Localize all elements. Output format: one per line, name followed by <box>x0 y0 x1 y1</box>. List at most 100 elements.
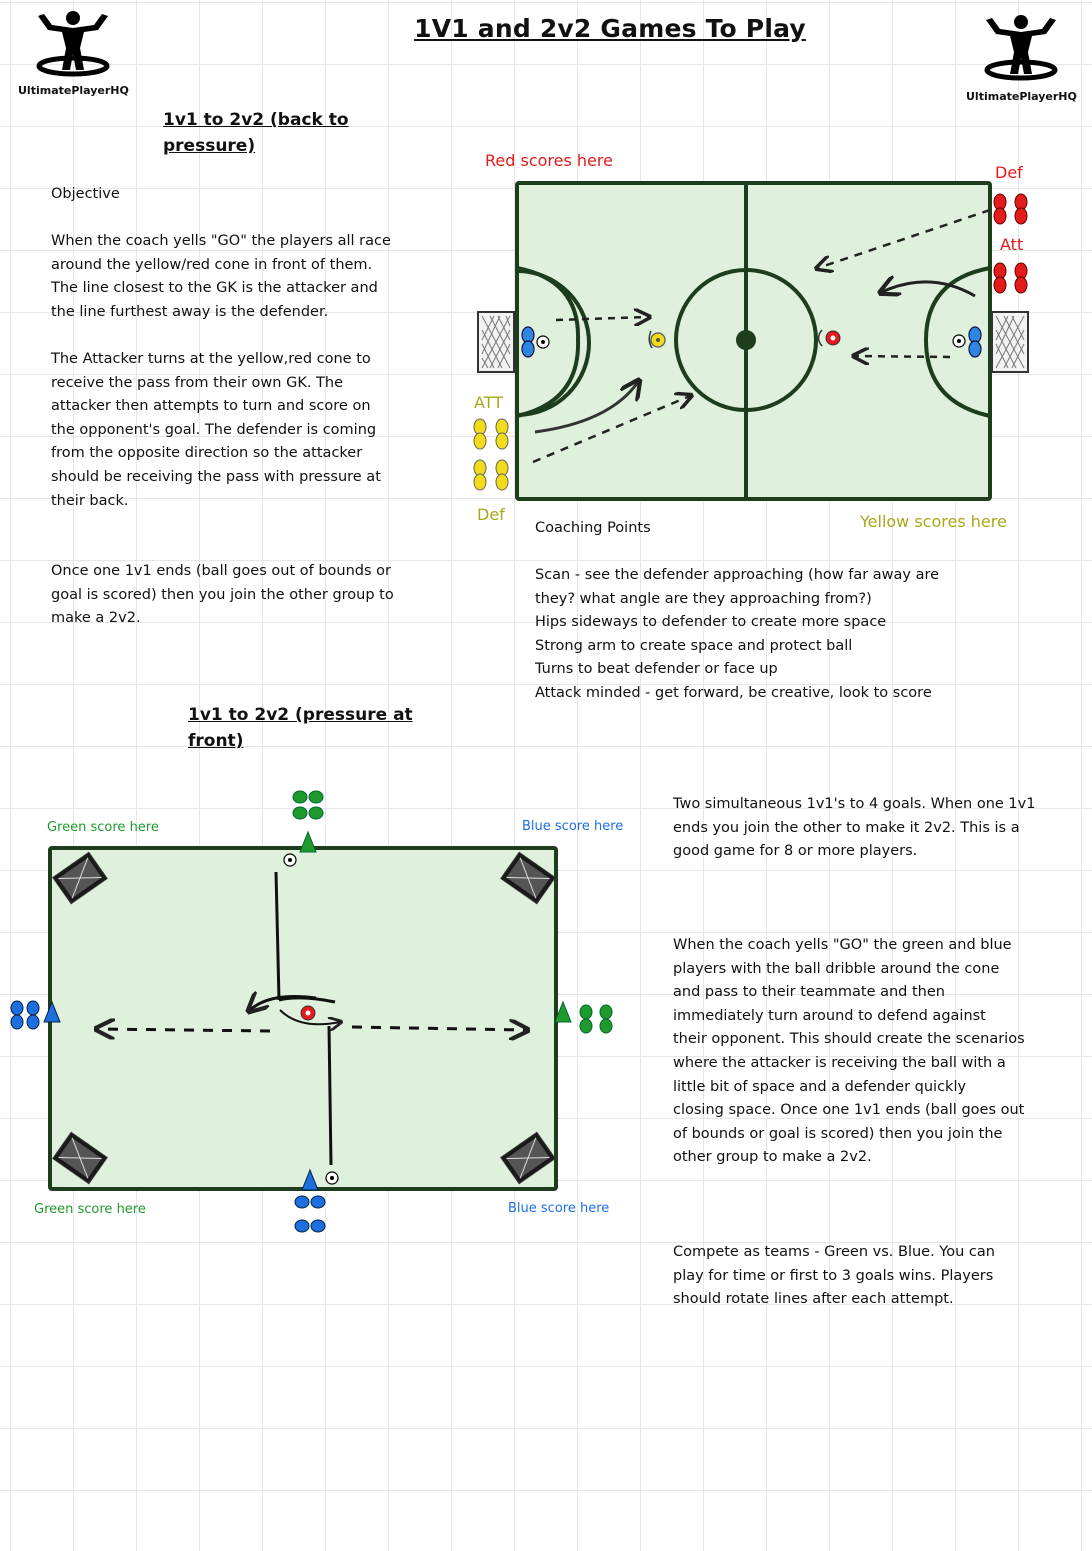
coaching-points-label: Coaching Points <box>535 520 651 536</box>
turn-arrow <box>279 1009 340 1024</box>
blue-players-icon <box>10 1000 40 1030</box>
right-goal-icon <box>991 311 1029 373</box>
blue-cone-icon <box>301 1168 319 1191</box>
list-item: Scan - see the defender approaching (how… <box>535 567 940 583</box>
left-box <box>516 266 581 418</box>
center-spot <box>736 330 756 350</box>
text-line: closing space. Once one 1v1 ends (ball g… <box>673 1102 1025 1119</box>
text-line: When the coach yells "GO" the green and … <box>673 937 1012 953</box>
pass-arrow <box>555 317 648 320</box>
pass-arrow <box>855 356 951 357</box>
text-line: The line closest to the GK is the attack… <box>51 280 378 297</box>
turn-arrow <box>817 329 823 347</box>
text-line: Two simultaneous 1v1's to 4 goals. When … <box>673 796 1036 812</box>
section2-paragraph-1: Two simultaneous 1v1's to 4 goals. When … <box>673 793 1083 864</box>
ball-icon <box>952 334 966 348</box>
blue-score-label-top: Blue score here <box>522 819 623 834</box>
ball-icon <box>325 1171 339 1185</box>
red-att-label: Att <box>1000 235 1023 254</box>
red-scores-label: Red scores here <box>485 151 613 170</box>
text-line: should rotate lines after each attempt. <box>673 1291 954 1308</box>
page-title: 1V1 and 2v2 Games To Play <box>414 14 806 43</box>
ball-icon <box>283 853 297 867</box>
player-silhouette-icon <box>36 11 110 77</box>
list-item: Strong arm to create space and protect b… <box>535 637 853 654</box>
blue-cone-icon <box>43 1000 61 1023</box>
dribble-line <box>274 871 281 1001</box>
blue-score-label-bottom: Blue score here <box>508 1201 609 1216</box>
goal-icon <box>52 1131 108 1185</box>
text-line: ends you join the other to make it 2v2. … <box>673 819 1020 836</box>
green-cone-icon <box>299 830 317 853</box>
section2-heading: 1v1 to 2v2 (pressure at front) <box>188 702 413 754</box>
pressure-at-front-diagram: Green score here Blue score here Green s… <box>10 790 623 1233</box>
green-score-label-bottom: Green score here <box>34 1202 146 1217</box>
green-players-icon <box>292 790 324 820</box>
section1-paragraph-2: The Attacker turns at the yellow,red con… <box>51 348 471 513</box>
section1-heading-line1: 1v1 to 2v2 (back to <box>163 110 349 130</box>
brand-logo-right <box>966 8 1076 88</box>
section1-heading: 1v1 to 2v2 (back to pressure) <box>163 107 349 159</box>
brand-name-right: UltimatePlayerHQ <box>966 90 1077 103</box>
turn-arrow <box>648 330 653 349</box>
text-line: Compete as teams - Green vs. Blue. You c… <box>673 1244 995 1260</box>
list-item: Attack minded - get forward, be creative… <box>535 684 932 701</box>
turn-arrow <box>250 997 317 1011</box>
section1-paragraph-3: Once one 1v1 ends (ball goes out of boun… <box>51 560 471 631</box>
text-line: their back. <box>51 492 129 509</box>
left-goal-icon <box>477 311 515 373</box>
text-line: of bounds or goal is scored) then you jo… <box>673 1125 1003 1142</box>
text-line: around the yellow/red cone in front of t… <box>51 256 373 273</box>
coaching-points-list: Scan - see the defender approaching (how… <box>535 564 1075 706</box>
section2-heading-line1: 1v1 to 2v2 (pressure at <box>188 705 413 725</box>
goal-icon <box>52 851 108 905</box>
yellow-att-label: ATT <box>474 393 503 412</box>
text-line: the line furthest away is the defender. <box>51 303 329 320</box>
goal-icon <box>500 1131 556 1185</box>
run-arrow <box>882 282 976 298</box>
green-score-label-top: Green score here <box>47 820 159 835</box>
section2-paragraph-2: When the coach yells "GO" the green and … <box>673 934 1083 1170</box>
text-line: the opponent's goal. The defender is com… <box>51 421 377 438</box>
text-line: goal is scored) then you join the other … <box>51 586 394 603</box>
section1-heading-line2: pressure) <box>163 136 256 156</box>
text-line: from the opposite direction so the attac… <box>51 445 363 462</box>
yellow-scores-label: Yellow scores here <box>859 512 1007 530</box>
text-line: little bit of space and a defender quick… <box>673 1078 967 1095</box>
dribble-line <box>327 1025 333 1166</box>
text-line: other group to make a 2v2. <box>673 1149 872 1166</box>
objective-label: Objective <box>51 186 120 202</box>
right-box <box>923 266 991 418</box>
defender-run-arrow <box>818 208 991 268</box>
text-line: where the attacker is receiving the ball… <box>673 1054 1006 1071</box>
green-cone-icon <box>554 1000 572 1023</box>
yellow-defenders-icon <box>473 459 509 491</box>
section2-paragraph-3: Compete as teams - Green vs. Blue. You c… <box>673 1241 1083 1312</box>
yellow-attackers-icon <box>473 418 509 450</box>
text-line: should be receiving the pass with pressu… <box>51 468 381 485</box>
list-item: Turns to beat defender or face up <box>535 661 778 678</box>
pass-arrow <box>98 1029 271 1031</box>
list-item: they? what angle are they approaching fr… <box>535 590 872 607</box>
text-line: attacker then attempts to turn and score… <box>51 398 371 415</box>
list-item: Hips sideways to defender to create more… <box>535 614 887 631</box>
defender-run-arrow <box>532 396 690 464</box>
text-line: When the coach yells "GO" the players al… <box>51 233 391 249</box>
goal-icon <box>500 851 556 905</box>
red-def-label: Def <box>995 163 1023 182</box>
center-circle <box>674 268 818 412</box>
text-line: make a 2v2. <box>51 610 141 627</box>
text-line: good game for 8 or more players. <box>673 843 918 860</box>
text-line: The Attacker turns at the yellow,red con… <box>51 351 371 367</box>
section2-heading-line2: front) <box>188 731 244 751</box>
text-line: receive the pass from their own GK. The <box>51 374 344 391</box>
run-arrow <box>534 382 638 434</box>
back-to-pressure-diagram: Red scores here Def Att ATT Def Yellow s… <box>473 151 1029 530</box>
blue-players-icon <box>294 1195 326 1233</box>
text-line: Once one 1v1 ends (ball goes out of boun… <box>51 563 391 579</box>
green-players-icon <box>579 1004 613 1034</box>
text-line: play for time or first to 3 goals wins. … <box>673 1267 994 1284</box>
yellow-cone-icon <box>650 332 666 348</box>
red-cone-icon <box>825 330 841 346</box>
yellow-def-label: Def <box>477 505 505 524</box>
